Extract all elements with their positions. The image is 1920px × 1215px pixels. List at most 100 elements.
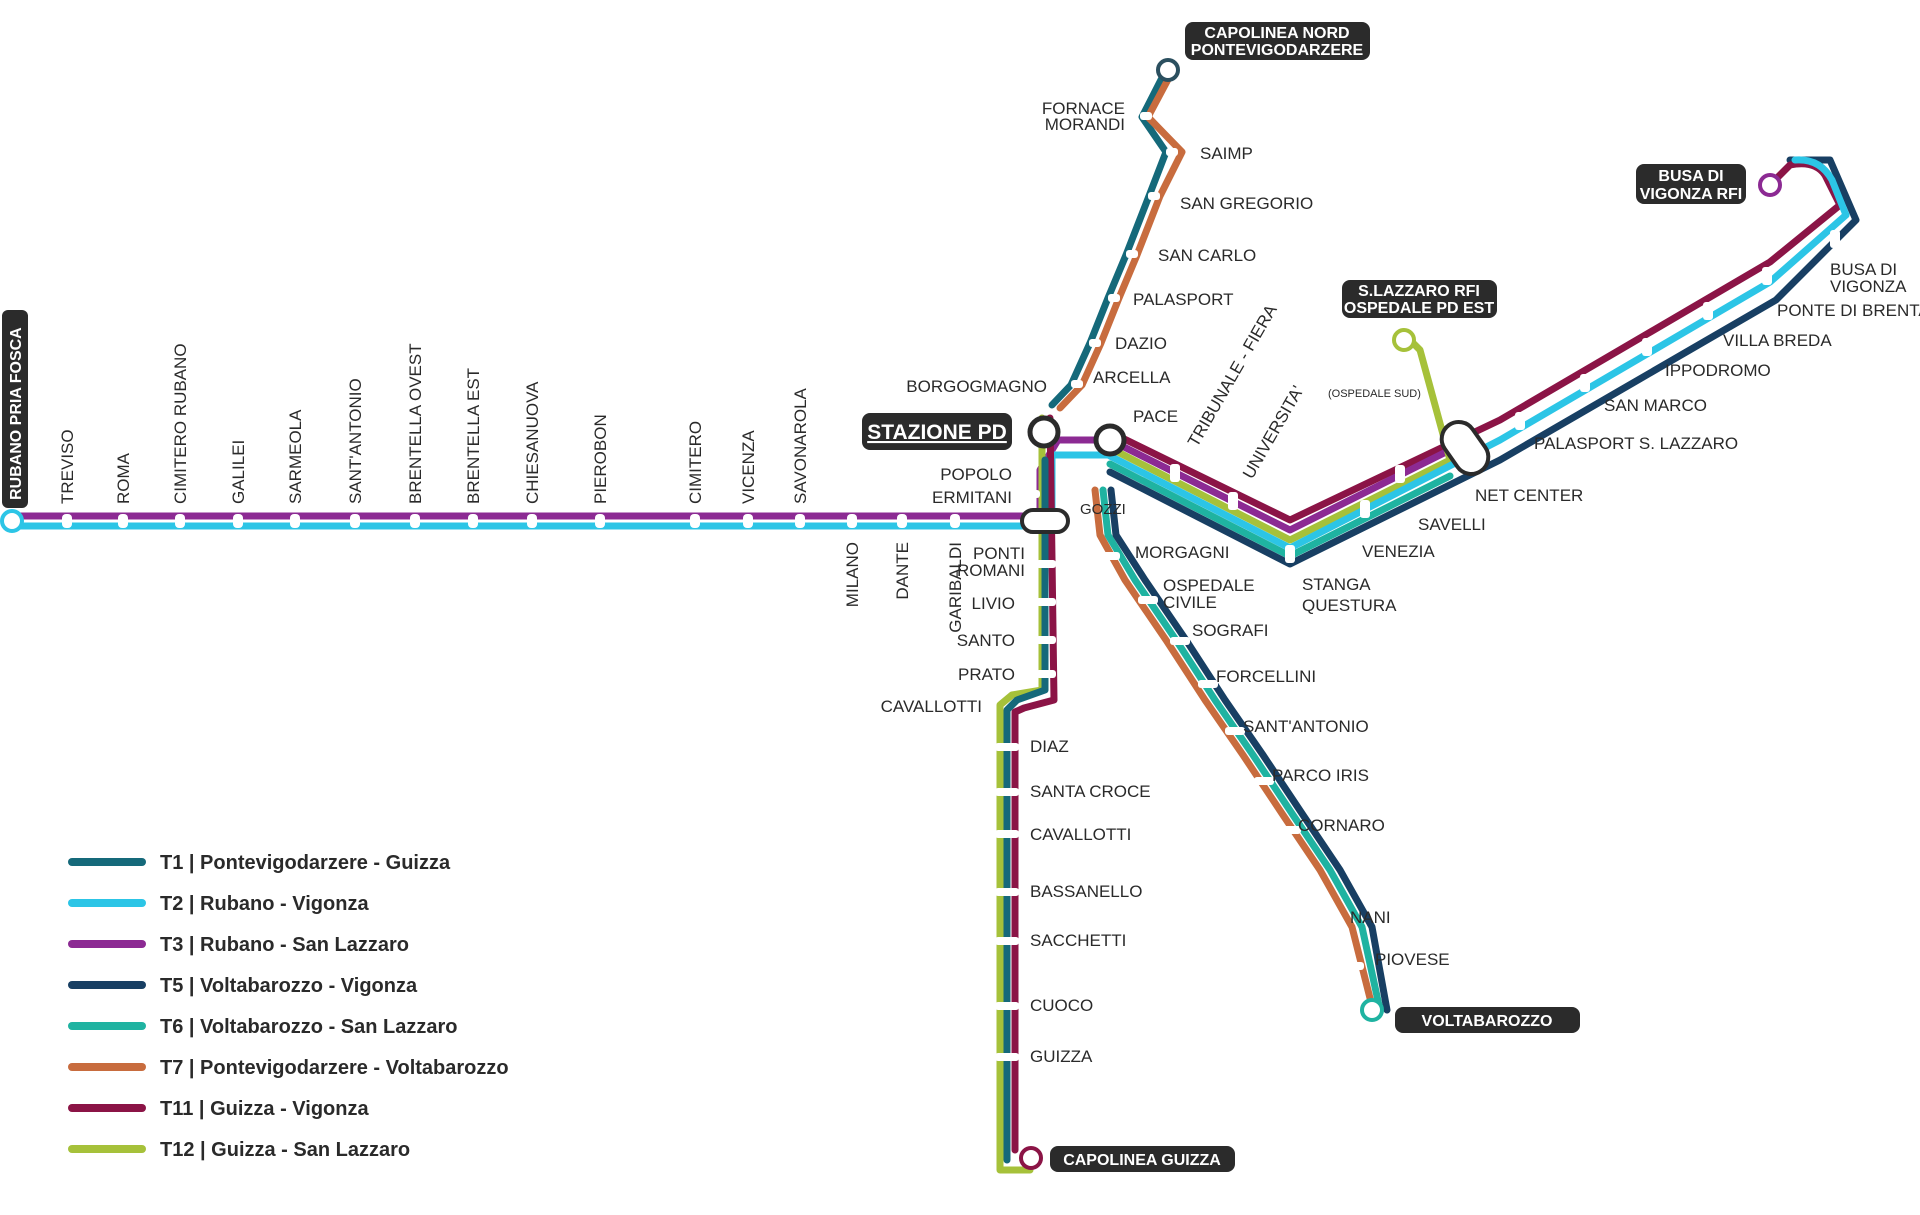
terminal-badge-stazione[interactable]: STAZIONE PD — [862, 413, 1012, 450]
station-dot[interactable] — [743, 514, 753, 528]
station-dot[interactable] — [995, 888, 1019, 896]
station-dot[interactable] — [1254, 777, 1274, 785]
station-dot[interactable] — [290, 514, 300, 528]
station-dot[interactable] — [1281, 826, 1301, 834]
station-dot[interactable] — [233, 514, 243, 528]
station-label: SAN GREGORIO — [1180, 194, 1313, 213]
station-dot[interactable] — [1138, 596, 1158, 604]
station-dot[interactable] — [1036, 636, 1056, 644]
interchange-pace[interactable] — [1093, 423, 1127, 457]
station-dot[interactable] — [1089, 339, 1101, 347]
station-dot[interactable] — [897, 514, 907, 528]
station-label: PALASPORT S. LAZZARO — [1534, 434, 1738, 453]
station-dot[interactable] — [1026, 490, 1040, 498]
station-dot[interactable] — [1360, 500, 1370, 518]
station-dot[interactable] — [1580, 374, 1590, 392]
terminal-badge-nord[interactable]: CAPOLINEA NORD PONTEVIGODARZERE — [1185, 22, 1370, 60]
legend-item-t11[interactable]: T11 | Guizza - Vigonza — [68, 1098, 369, 1120]
station-dot[interactable] — [1703, 302, 1713, 320]
legend-item-t6[interactable]: T6 | Voltabarozzo - San Lazzaro — [68, 1016, 458, 1038]
station-dot[interactable] — [62, 514, 72, 528]
station-dot[interactable] — [1166, 148, 1178, 156]
station-dot[interactable] — [1148, 192, 1160, 200]
station-label: DAZIO — [1115, 334, 1167, 353]
south-dots — [995, 490, 1056, 1061]
station-dot[interactable] — [995, 743, 1019, 751]
station-dot[interactable] — [1036, 670, 1056, 678]
station-dot[interactable] — [1762, 267, 1772, 285]
station-dot[interactable] — [1395, 465, 1405, 483]
line-t2-busa-loop[interactable] — [1791, 156, 1850, 219]
station-dot[interactable] — [1515, 412, 1525, 430]
station-dot[interactable] — [1126, 250, 1138, 258]
legend-item-t2[interactable]: T2 | Rubano - Vigonza — [68, 893, 369, 915]
station-dot[interactable] — [1198, 680, 1218, 688]
terminal-circle-nord[interactable] — [1156, 58, 1180, 82]
station-dot[interactable] — [1170, 637, 1190, 645]
station-dot[interactable] — [1108, 294, 1120, 302]
station-dot[interactable] — [950, 514, 960, 528]
terminal-busa-line2: VIGONZA RFI — [1640, 186, 1743, 203]
station-dot[interactable] — [1036, 560, 1056, 568]
line-t2-east[interactable] — [1106, 211, 1850, 552]
station-dot[interactable] — [1140, 112, 1152, 120]
station-label: DIAZ — [1030, 737, 1069, 756]
interchange-ermitani[interactable] — [1020, 508, 1070, 534]
station-dot[interactable] — [1318, 920, 1338, 928]
station-dot[interactable] — [995, 788, 1019, 796]
station-dot[interactable] — [527, 514, 537, 528]
station-dot[interactable] — [410, 514, 420, 528]
station-dot[interactable] — [1285, 545, 1295, 563]
terminal-badge-busa[interactable]: BUSA DI VIGONZA RFI — [1636, 164, 1746, 204]
station-label: MILANO — [843, 542, 862, 607]
station-dot[interactable] — [175, 514, 185, 528]
terminal-badge-volta[interactable]: VOLTABAROZZO — [1395, 1007, 1580, 1033]
legend-item-t12[interactable]: T12 | Guizza - San Lazzaro — [68, 1139, 410, 1161]
interchange-net-center[interactable] — [1435, 415, 1495, 480]
station-label: CORNARO — [1298, 816, 1385, 835]
station-dot[interactable] — [995, 1053, 1019, 1061]
station-dot[interactable] — [595, 514, 605, 528]
station-label: NANI — [1350, 908, 1391, 927]
station-dot[interactable] — [1830, 230, 1840, 248]
station-label: SOGRAFI — [1192, 621, 1269, 640]
station-label: PIOVESE — [1375, 950, 1450, 969]
station-dot[interactable] — [847, 514, 857, 528]
legend-item-t5[interactable]: T5 | Voltabarozzo - Vigonza — [68, 975, 418, 997]
station-dot[interactable] — [995, 1002, 1019, 1010]
station-dot[interactable] — [1642, 338, 1652, 356]
station-dot[interactable] — [118, 514, 128, 528]
line-t1-south[interactable] — [1003, 456, 1049, 1164]
station-dot[interactable] — [468, 514, 478, 528]
line-t5-southeast[interactable] — [1107, 486, 1391, 1014]
station-dot[interactable] — [1344, 962, 1364, 970]
station-dot[interactable] — [350, 514, 360, 528]
terminal-badge-rubano[interactable]: RUBANO PRIA FOSCA — [2, 310, 28, 508]
terminal-badge-slazzaro[interactable]: S.LAZZARO RFI OSPEDALE PD EST — [1342, 280, 1497, 318]
terminal-circle-volta[interactable] — [1360, 998, 1384, 1022]
terminal-circle-busa[interactable] — [1758, 173, 1782, 197]
line-t5-east[interactable] — [1106, 156, 1860, 568]
station-dot[interactable] — [1170, 464, 1180, 482]
station-dot[interactable] — [1225, 727, 1245, 735]
station-dot[interactable] — [1036, 598, 1056, 606]
station-dot[interactable] — [1100, 552, 1120, 560]
station-dot[interactable] — [1228, 492, 1238, 510]
terminal-circle-guizza[interactable] — [1019, 1146, 1043, 1170]
station-dot[interactable] — [1071, 380, 1083, 388]
legend-item-t1[interactable]: T1 | Pontevigodarzere - Guizza — [68, 852, 451, 874]
station-dot[interactable] — [690, 514, 700, 528]
terminal-circle-rubano[interactable] — [0, 509, 24, 533]
station-dot[interactable] — [995, 937, 1019, 945]
station-label: SAVELLI — [1418, 515, 1486, 534]
line-t11-east[interactable] — [1106, 201, 1844, 524]
station-label: GOZZI — [1080, 501, 1126, 518]
terminal-stazione-label: STAZIONE PD — [867, 421, 1007, 444]
terminal-badge-guizza[interactable]: CAPOLINEA GUIZZA — [1050, 1146, 1235, 1172]
station-dot[interactable] — [795, 514, 805, 528]
terminal-circle-slazzaro[interactable] — [1392, 328, 1416, 352]
legend-item-t7[interactable]: T7 | Pontevigodarzere - Voltabarozzo — [68, 1057, 509, 1079]
interchange-stazione[interactable] — [1027, 415, 1061, 449]
station-dot[interactable] — [995, 830, 1019, 838]
legend-item-t3[interactable]: T3 | Rubano - San Lazzaro — [68, 934, 409, 956]
